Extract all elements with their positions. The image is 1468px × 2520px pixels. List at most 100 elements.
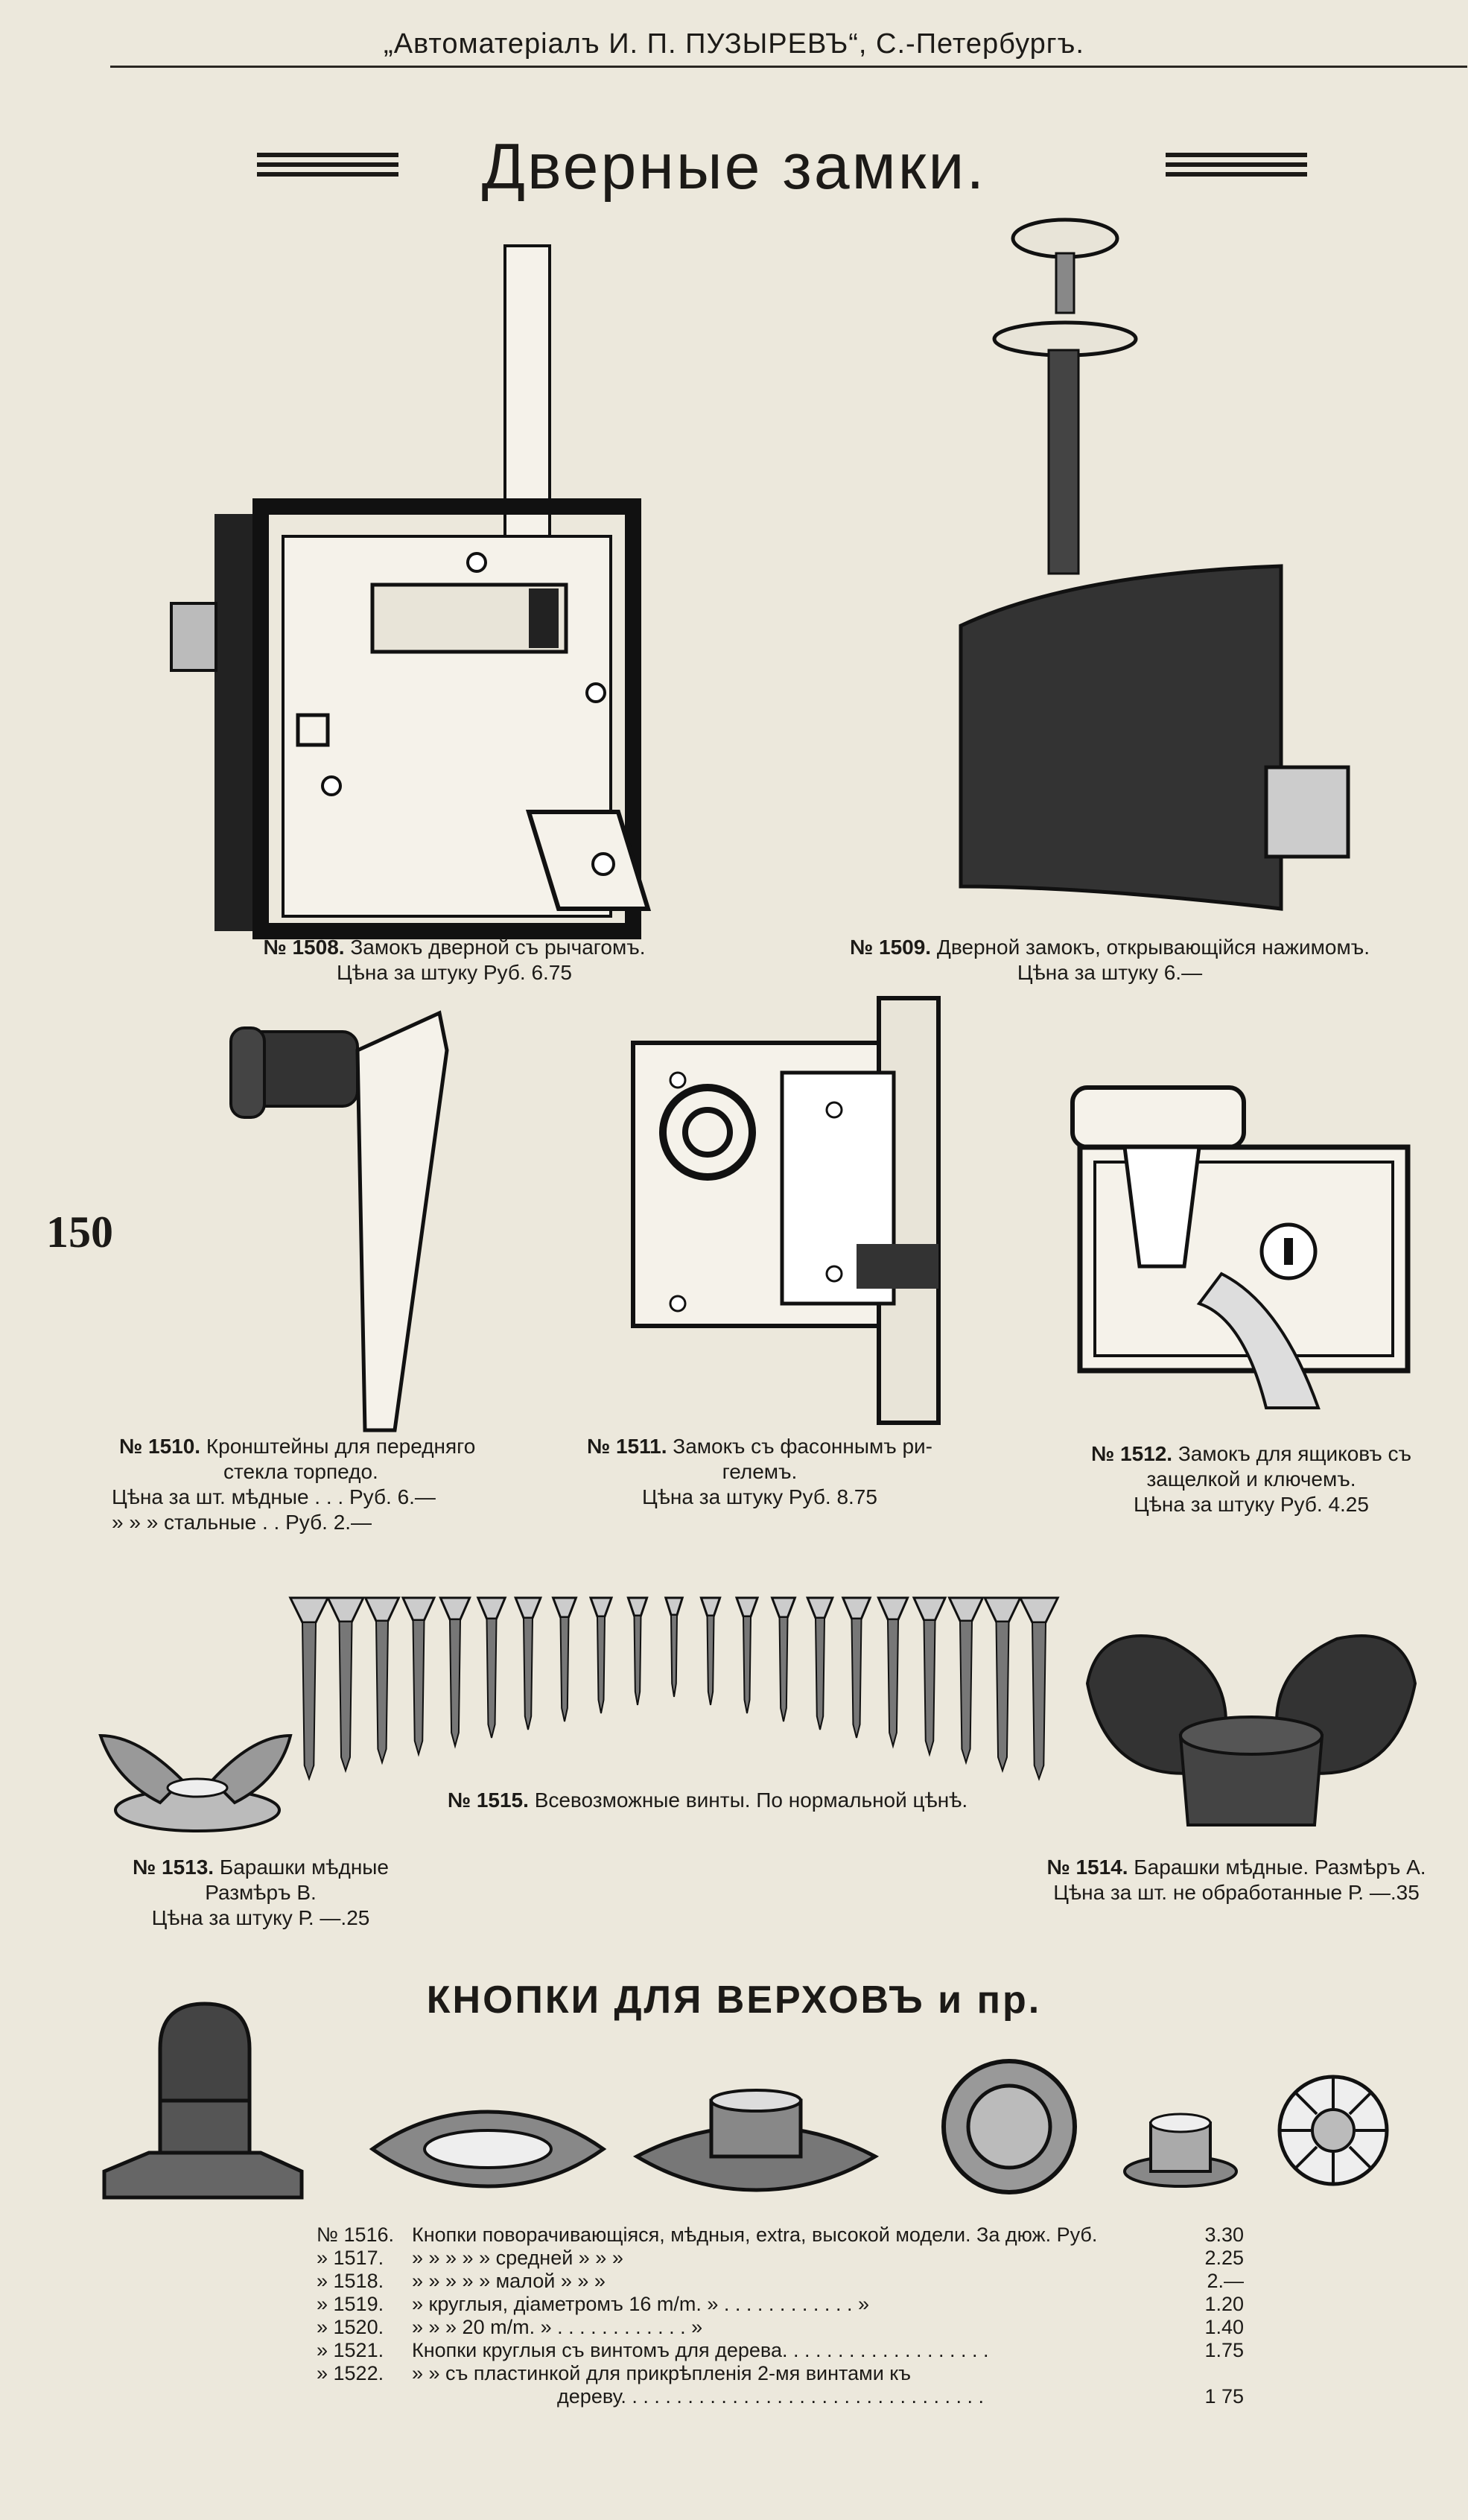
item-number: № 1514. bbox=[1046, 1856, 1128, 1879]
row-price: 1.20 bbox=[1204, 2293, 1244, 2315]
item-number: № 1508. bbox=[263, 936, 345, 959]
screw-icon bbox=[947, 1596, 985, 1765]
row-number: » 1518. bbox=[317, 2270, 384, 2292]
screw-icon bbox=[877, 1596, 909, 1749]
item-number: № 1512. bbox=[1091, 1442, 1173, 1465]
title-ornament-right bbox=[1166, 153, 1307, 177]
item-price: Цѣна за штуку Руб. 6.75 bbox=[337, 961, 572, 984]
rotary-button-plate-image bbox=[369, 2110, 607, 2189]
price-row: № 1516. Кнопки поворачивающіяся, мѣдныя, … bbox=[317, 2224, 1244, 2247]
item-name: Дверной замокъ, открывающійся нажимомъ. bbox=[936, 936, 1370, 959]
item-price: Цѣна за шт. мѣдные . . . Руб. 6.— bbox=[112, 1485, 436, 1508]
row-text: » » » » » средней » » » bbox=[412, 2247, 623, 2269]
push-door-lock-image bbox=[959, 218, 1350, 911]
screw-icon bbox=[912, 1596, 947, 1757]
item-price: Цѣна за штуку 6.— bbox=[1017, 961, 1203, 984]
screw-icon bbox=[513, 1596, 543, 1730]
row-price: 2.— bbox=[1207, 2270, 1244, 2292]
lever-door-lock-image bbox=[170, 244, 652, 939]
caption-1508: № 1508. Замокъ дверной съ рычагомъ. Цѣна… bbox=[246, 935, 663, 986]
small-wing-nut-image bbox=[98, 1733, 293, 1832]
caption-1515: № 1515. Всевозможные винты. По нормально… bbox=[402, 1788, 1013, 1813]
round-button-20mm-image bbox=[1123, 2113, 1238, 2188]
screw-icon bbox=[699, 1596, 722, 1706]
item-price: Цѣна за штуку Руб. 4.25 bbox=[1134, 1493, 1369, 1516]
item-name: Всевозможные винты. По нормальной цѣнѣ. bbox=[534, 1789, 968, 1812]
price-row: » 1522. » » съ пластинкой для прикрѣплені… bbox=[317, 2362, 1244, 2385]
row-number: » 1520. bbox=[317, 2316, 384, 2338]
price-row: » 1517. » » » » » средней » » » 2.25 bbox=[317, 2247, 1244, 2270]
item-name-line2: стекла торпедо. bbox=[223, 1460, 378, 1483]
buttons-price-list: № 1516. Кнопки поворачивающіяся, мѣдныя, … bbox=[317, 2224, 1244, 2408]
header-rule bbox=[110, 66, 1467, 68]
item-name-line2: гелемъ. bbox=[722, 1460, 798, 1483]
caption-1513: № 1513. Барашки мѣдные Размѣръ В. Цѣна з… bbox=[112, 1855, 410, 1931]
row-text: » круглыя, діаметромъ 16 m/m. » . . . . … bbox=[412, 2293, 869, 2315]
row-price: 3.30 bbox=[1204, 2224, 1244, 2246]
screws-image bbox=[288, 1596, 1060, 1782]
row-text: » » » » » малой » » » bbox=[412, 2270, 606, 2292]
price-row: дереву. . . . . . . . . . . . . . . . . … bbox=[317, 2385, 1244, 2408]
screw-icon bbox=[626, 1596, 649, 1706]
item-number: № 1515. bbox=[447, 1789, 529, 1812]
row-text: » » » 20 m/m. » . . . . . . . . . . . . … bbox=[412, 2316, 703, 2338]
title-ornament-left bbox=[257, 153, 398, 177]
item-name: Кронштейны для передняго bbox=[206, 1435, 476, 1458]
row-text: Кнопки круглыя съ винтомъ для дерева. . … bbox=[412, 2339, 989, 2361]
item-number: № 1513. bbox=[133, 1856, 215, 1879]
screw-icon bbox=[841, 1596, 872, 1739]
row-number: » 1519. bbox=[317, 2293, 384, 2315]
row-price: 1 75 bbox=[1204, 2385, 1244, 2408]
row-price: 1.75 bbox=[1204, 2339, 1244, 2361]
rotary-button-tall-image bbox=[102, 2002, 304, 2200]
row-number: № 1516. bbox=[317, 2224, 395, 2246]
item-name-line2: защелкой и ключемъ. bbox=[1146, 1467, 1356, 1491]
row-number: » 1517. bbox=[317, 2247, 384, 2269]
screw-icon bbox=[363, 1596, 401, 1765]
screw-icon bbox=[588, 1596, 614, 1714]
row-text: » » съ пластинкой для прикрѣпленія 2-мя … bbox=[412, 2362, 911, 2384]
row-number: » 1522. bbox=[317, 2362, 384, 2384]
item-name: Барашки мѣдные. Размѣръ А. bbox=[1134, 1856, 1426, 1879]
screw-icon bbox=[288, 1596, 330, 1782]
screw-icon bbox=[551, 1596, 578, 1722]
item-name: Замокъ дверной съ рычагомъ. bbox=[350, 936, 646, 959]
caption-1511: № 1511. Замокъ съ фасоннымъ ри- гелемъ. … bbox=[581, 1434, 938, 1510]
screw-icon bbox=[982, 1596, 1023, 1774]
screw-icon bbox=[325, 1596, 366, 1774]
caption-1512: № 1512. Замокъ для ящиковъ съ защелкой и… bbox=[1050, 1441, 1452, 1517]
item-number: № 1511. bbox=[586, 1435, 667, 1458]
caption-1509: № 1509. Дверной замокъ, открывающійся на… bbox=[812, 935, 1408, 986]
item-price: Цѣна за шт. не обработанные Р. —.35 bbox=[1053, 1881, 1420, 1904]
screw-icon bbox=[401, 1596, 436, 1757]
caption-1514: № 1514. Барашки мѣдные. Размѣръ А. Цѣна … bbox=[1028, 1855, 1445, 1905]
item-number: № 1509. bbox=[850, 936, 932, 959]
drawer-lock-image bbox=[1070, 1085, 1411, 1409]
item-name: Замокъ для ящиковъ съ bbox=[1178, 1442, 1411, 1465]
round-button-16mm-image bbox=[941, 2059, 1077, 2194]
caption-1510: № 1510. Кронштейны для передняго стекла … bbox=[112, 1434, 529, 1535]
screw-icon bbox=[1018, 1596, 1060, 1782]
screw-icon bbox=[805, 1596, 835, 1730]
item-price: Цѣна за штуку Р. —.25 bbox=[151, 1906, 370, 1929]
item-name: Барашки мѣдные bbox=[219, 1856, 389, 1879]
windshield-bracket-image bbox=[229, 1010, 449, 1432]
section-title-buttons: КНОПКИ ДЛЯ ВЕРХОВЪ и пр. bbox=[426, 1978, 1042, 2022]
price-row: » 1519. » круглыя, діаметромъ 16 m/m. » .… bbox=[317, 2293, 1244, 2316]
screw-icon bbox=[439, 1596, 471, 1749]
screw-icon bbox=[770, 1596, 797, 1722]
item-number: № 1510. bbox=[119, 1435, 201, 1458]
screw-icon bbox=[734, 1596, 760, 1714]
price-row: » 1520. » » » 20 m/m. » . . . . . . . . .… bbox=[317, 2316, 1244, 2339]
row-price: 1.40 bbox=[1204, 2316, 1244, 2338]
row-price: 2.25 bbox=[1204, 2247, 1244, 2269]
page-number: 150 bbox=[46, 1207, 113, 1257]
large-wing-nut-image bbox=[1085, 1634, 1417, 1826]
screw-icon bbox=[476, 1596, 507, 1739]
item-name: Замокъ съ фасоннымъ ри- bbox=[673, 1435, 933, 1458]
price-row: » 1518. » » » » » малой » » » 2.— bbox=[317, 2270, 1244, 2293]
item-price: Цѣна за штуку Руб. 8.75 bbox=[642, 1485, 877, 1508]
rotary-button-low-image bbox=[632, 2089, 880, 2192]
row-text: дереву. . . . . . . . . . . . . . . . . … bbox=[412, 2385, 984, 2408]
row-text: Кнопки поворачивающіяся, мѣдныя, extra, … bbox=[412, 2224, 1098, 2246]
